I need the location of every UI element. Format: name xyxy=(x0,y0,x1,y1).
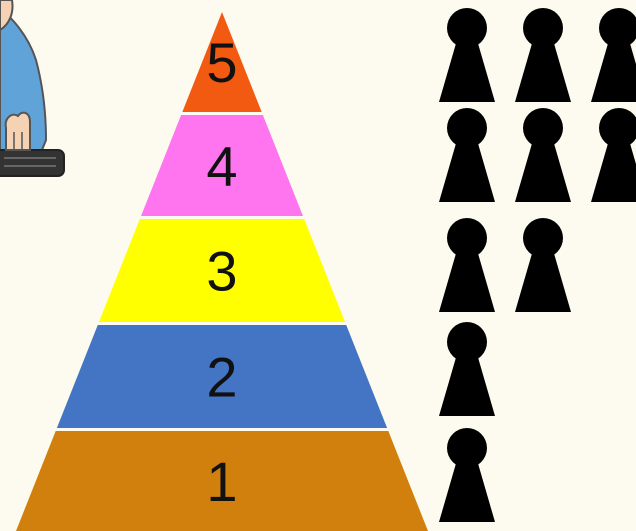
pawn-icon xyxy=(515,218,571,312)
pyramid-level-label-4: 4 xyxy=(206,135,237,198)
pawn-icon xyxy=(439,8,495,102)
pawn-icon xyxy=(439,108,495,202)
pawn-icon xyxy=(515,108,571,202)
pyramid-level-label-2: 2 xyxy=(206,346,237,409)
pawn-icon xyxy=(591,108,636,202)
person-at-keyboard-illustration xyxy=(0,0,64,176)
pawn-icon xyxy=(439,322,495,416)
pyramid-level-label-1: 1 xyxy=(206,450,237,513)
pawn-icon xyxy=(439,428,495,522)
pawn-icon xyxy=(591,8,636,102)
pawn-icon xyxy=(439,218,495,312)
pawn-groups xyxy=(439,8,636,522)
pyramid-level-label-5: 5 xyxy=(206,31,237,94)
pawn-icon xyxy=(515,8,571,102)
pyramid-level-label-3: 3 xyxy=(206,240,237,303)
